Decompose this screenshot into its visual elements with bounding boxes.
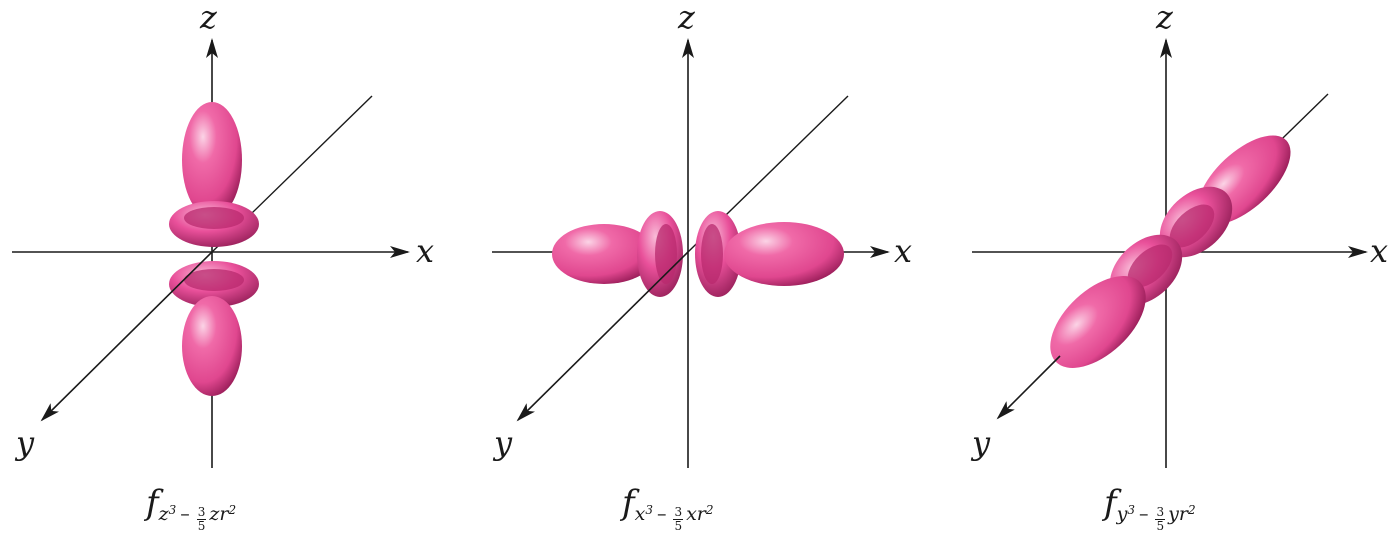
right-lobe (724, 222, 844, 286)
panel-fy3: z x y (970, 0, 1388, 468)
z-axis-label: z (199, 0, 218, 36)
z-axis-label: z (1155, 0, 1174, 36)
x-axis-label: x (894, 232, 912, 270)
y-axis-label: y (14, 424, 35, 462)
z-axis-label: z (677, 0, 696, 36)
y-axis-label: y (492, 424, 513, 462)
lower-lobe (182, 296, 242, 396)
panel-fz3: z x y (12, 0, 434, 468)
y-axis-front (998, 356, 1060, 418)
x-axis-label: x (1370, 232, 1388, 270)
y-axis-label: y (970, 424, 991, 462)
x-axis-label: x (416, 232, 434, 270)
panel-fx3: z x y (492, 0, 912, 468)
upper-lobe (182, 102, 242, 218)
